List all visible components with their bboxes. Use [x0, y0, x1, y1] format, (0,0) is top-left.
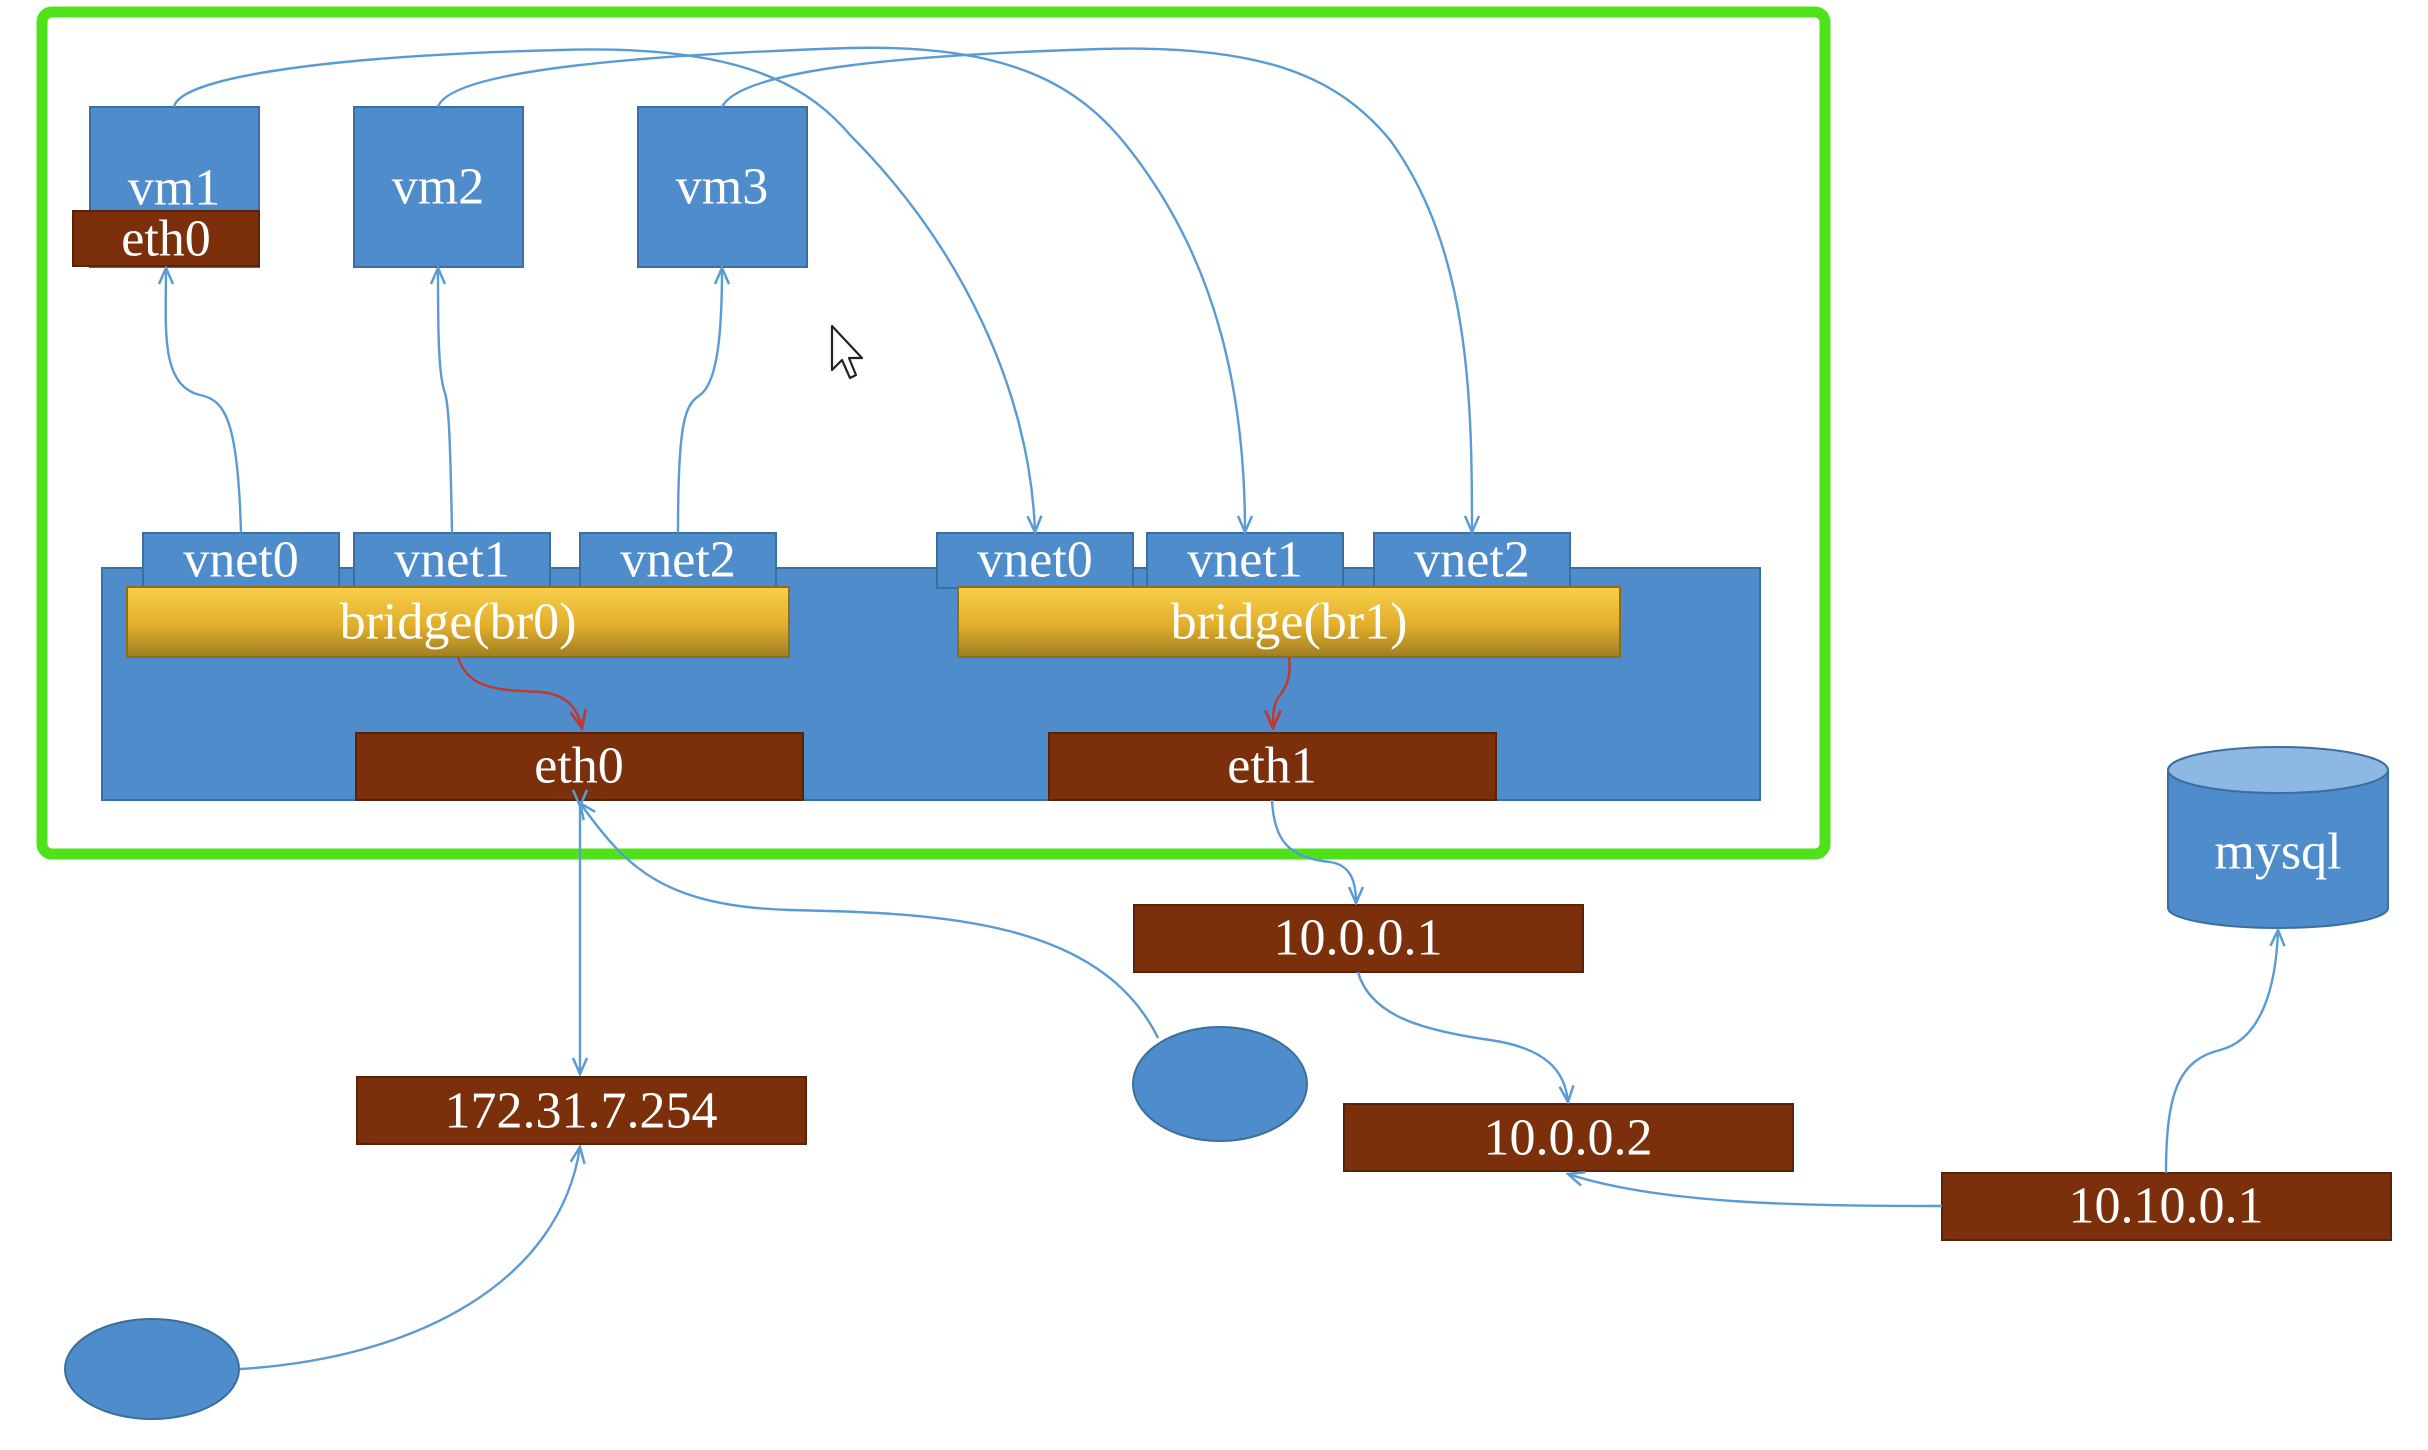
- vm2-label: vm2: [392, 159, 484, 216]
- mysql-label: mysql: [2214, 824, 2341, 881]
- ip-10-0-0-1-label: 10.0.0.1: [1274, 910, 1443, 967]
- vm3-label: vm3: [676, 159, 768, 216]
- link-br0-to-host-eth0: [456, 656, 582, 728]
- br1-vnet2-tab[interactable]: vnet2: [1373, 532, 1571, 589]
- host-eth1-label: eth1: [1227, 738, 1317, 795]
- br0-vnet0-label: vnet0: [183, 532, 299, 589]
- br1-vnet1-label: vnet1: [1187, 532, 1303, 589]
- link-ip-10-0-0-1-to-ip-10-0-0-2: [1356, 971, 1568, 1102]
- link-vm3-to-br1-vnet2: [720, 47, 1472, 532]
- host-eth0-label: eth0: [534, 738, 624, 795]
- ip-172-31-7-254-box[interactable]: 172.31.7.254: [356, 1076, 807, 1145]
- link-br0-vnet1-to-vm2: [438, 268, 454, 534]
- br1-vnet2-label: vnet2: [1414, 532, 1530, 589]
- vm3-box[interactable]: vm3: [637, 106, 808, 268]
- ip-10-10-0-1-label: 10.10.0.1: [2069, 1178, 2264, 1235]
- link-br0-vnet2-to-vm3: [676, 268, 722, 534]
- br0-vnet1-tab[interactable]: vnet1: [353, 532, 551, 589]
- br0-vnet0-tab[interactable]: vnet0: [142, 532, 340, 589]
- link-client-bottom-left-to-public-ip: [239, 1147, 580, 1371]
- ip-10-0-0-2-box[interactable]: 10.0.0.2: [1343, 1103, 1794, 1172]
- br1-vnet0-tab[interactable]: vnet0: [936, 532, 1134, 589]
- ip-10-0-0-2-label: 10.0.0.2: [1484, 1110, 1653, 1167]
- br1-vnet1-tab[interactable]: vnet1: [1146, 532, 1344, 589]
- link-host-eth1-to-ip-10-0-0-1: [1270, 799, 1356, 903]
- link-ip-10-10-0-1-to-mysql: [2164, 930, 2278, 1174]
- bridge-br0[interactable]: bridge(br0): [126, 586, 790, 658]
- vm1-eth0-label: eth0: [121, 211, 211, 268]
- bridge-br0-label: bridge(br0): [340, 594, 577, 651]
- br0-vnet2-tab[interactable]: vnet2: [579, 532, 777, 589]
- ip-10-0-0-1-box[interactable]: 10.0.0.1: [1133, 904, 1584, 973]
- client-node-bottom-left[interactable]: [64, 1318, 240, 1420]
- mouse-cursor-icon: [830, 324, 864, 380]
- link-vm2-to-br1-vnet1: [436, 46, 1245, 532]
- br0-vnet2-label: vnet2: [620, 532, 736, 589]
- bridge-br1-label: bridge(br1): [1171, 594, 1408, 651]
- link-client-middle-to-host-eth0: [580, 803, 1160, 1039]
- mysql-database[interactable]: mysql: [2167, 746, 2389, 929]
- host-highlight-frame: [36, 6, 1831, 860]
- host-eth1-box[interactable]: eth1: [1048, 732, 1497, 801]
- ip-172-31-7-254-label: 172.31.7.254: [445, 1083, 718, 1140]
- vm1-eth0-box[interactable]: eth0: [72, 210, 260, 268]
- bridge-br1[interactable]: bridge(br1): [957, 586, 1621, 658]
- br1-vnet0-label: vnet0: [977, 532, 1093, 589]
- link-br0-vnet0-to-vm1: [166, 268, 243, 534]
- vm1-label: vm1: [128, 160, 220, 217]
- client-node-middle[interactable]: [1132, 1026, 1308, 1142]
- link-br1-to-host-eth1: [1273, 656, 1291, 728]
- link-vm1-to-br1-vnet0: [172, 48, 1035, 532]
- host-eth0-box[interactable]: eth0: [355, 732, 804, 801]
- vm2-box[interactable]: vm2: [353, 106, 524, 268]
- ip-10-10-0-1-box[interactable]: 10.10.0.1: [1941, 1172, 2392, 1241]
- link-ip-10-10-0-1-to-ip-10-0-0-2: [1568, 1174, 1943, 1208]
- br0-vnet1-label: vnet1: [394, 532, 510, 589]
